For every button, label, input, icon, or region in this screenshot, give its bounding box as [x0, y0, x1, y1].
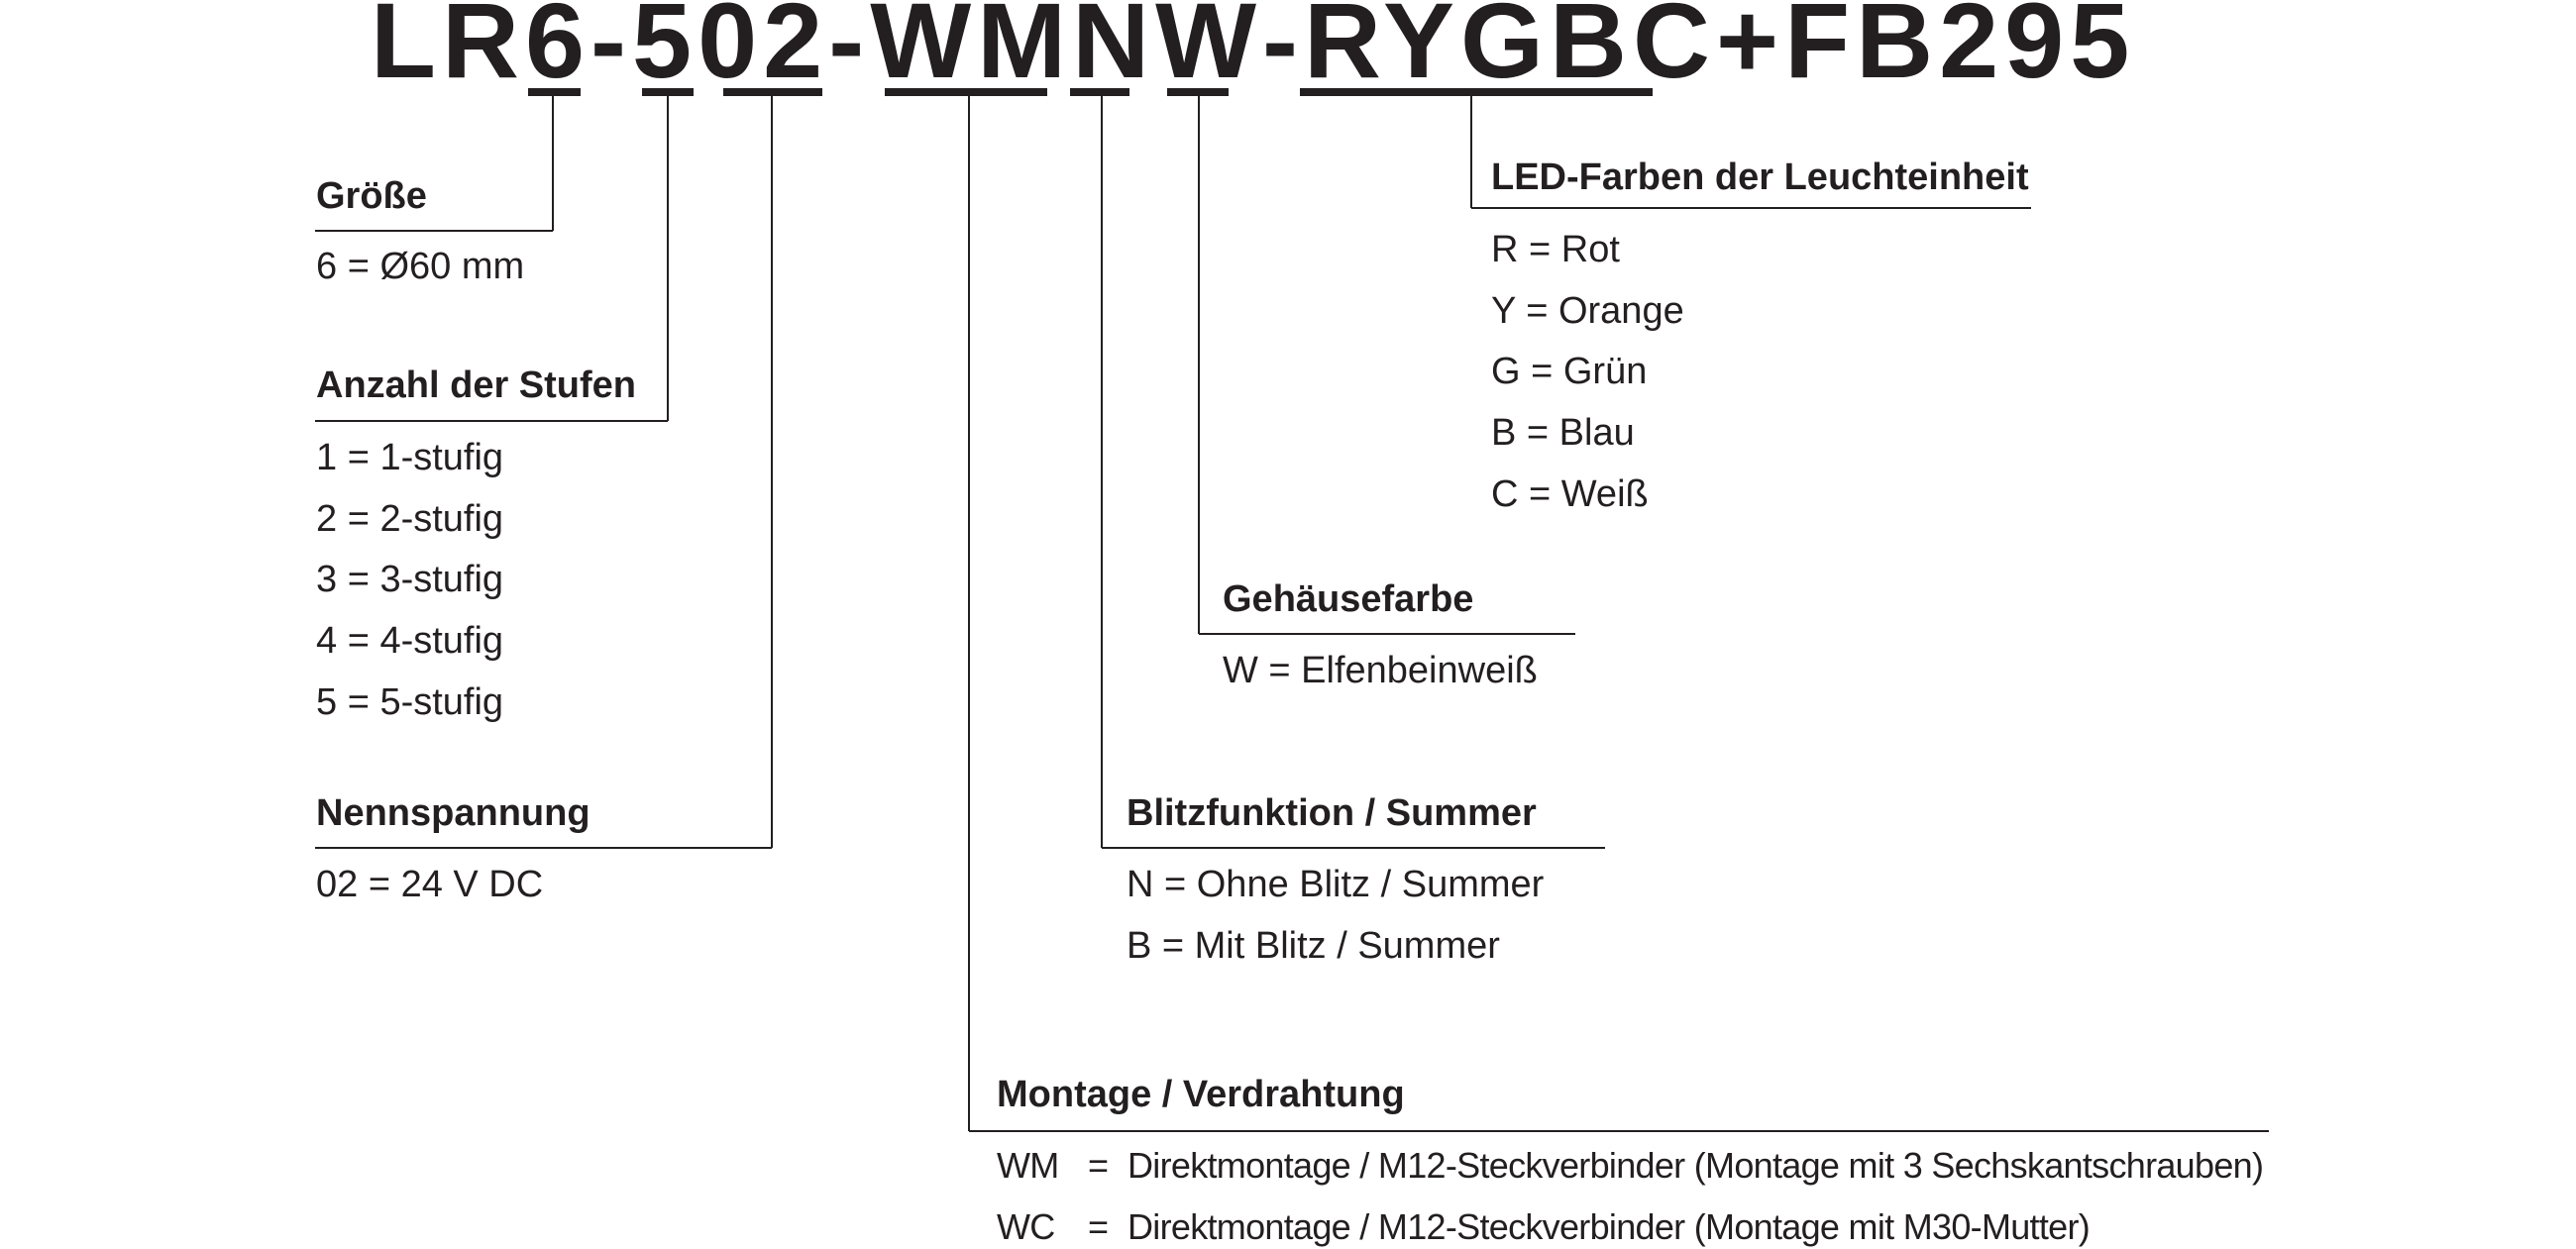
- code-voltage: 02: [698, 0, 829, 100]
- montage-item-equals: =: [1088, 1145, 1109, 1186]
- montage-item-key: WM: [997, 1145, 1059, 1186]
- montage-item-text: Direktmontage / M12-Steckverbinder (Mont…: [1127, 1206, 2091, 1247]
- montage-item-equals: =: [1088, 1206, 1109, 1247]
- code-dash-2: -: [828, 0, 871, 100]
- code-dash-1: -: [590, 0, 633, 100]
- spannung-item: 02 = 24 V DC: [316, 864, 544, 905]
- code-dash-3: -: [1262, 0, 1305, 100]
- blitz-item: N = Ohne Blitz / Summer: [1127, 864, 1545, 905]
- code-suffix: +FB295: [1716, 0, 2136, 100]
- code-mounting: WM: [870, 0, 1073, 100]
- led-item: B = Blau: [1491, 412, 1635, 454]
- led-item: C = Weiß: [1491, 473, 1649, 515]
- stufen-item: 4 = 4-stufig: [316, 620, 504, 662]
- blitz-item: B = Mit Blitz / Summer: [1127, 925, 1500, 967]
- stufen-item: 5 = 5-stufig: [316, 681, 504, 723]
- heading-blitz: Blitzfunktion / Summer: [1127, 792, 1537, 834]
- stufen-item: 3 = 3-stufig: [316, 559, 504, 600]
- montage-item: WC = Direktmontage / M12-Steckverbinder (M…: [997, 1205, 2091, 1249]
- led-item: G = Grün: [1491, 351, 1648, 392]
- code-housing: W: [1155, 0, 1263, 100]
- led-item: Y = Orange: [1491, 290, 1684, 332]
- heading-stufen: Anzahl der Stufen: [316, 364, 637, 406]
- heading-spannung: Nennspannung: [316, 792, 590, 834]
- stufen-item: 2 = 2-stufig: [316, 498, 504, 540]
- heading-montage: Montage / Verdrahtung: [997, 1074, 1405, 1115]
- groesse-item: 6 = Ø60 mm: [316, 246, 525, 287]
- led-item: R = Rot: [1491, 229, 1620, 270]
- montage-item-text: Direktmontage / M12-Steckverbinder (Mont…: [1127, 1145, 2264, 1186]
- code-prefix: LR: [371, 0, 525, 100]
- model-code: LR6-502-WMNW-RYGBC+FB295: [371, 0, 2135, 95]
- montage-item-key: WC: [997, 1206, 1055, 1247]
- montage-item: WM = Direktmontage / M12-Steckverbinder (M…: [997, 1144, 2264, 1188]
- heading-gehaeuse: Gehäusefarbe: [1223, 578, 1474, 620]
- heading-groesse: Größe: [316, 175, 427, 217]
- gehaeuse-item: W = Elfenbeinweiß: [1223, 650, 1538, 691]
- code-size: 6: [524, 0, 591, 100]
- heading-led: LED-Farben der Leuchteinheit: [1491, 156, 2029, 198]
- stufen-item: 1 = 1-stufig: [316, 437, 504, 478]
- code-led-colors: RYGBC: [1304, 0, 1717, 100]
- code-stages: 5: [632, 0, 698, 100]
- code-flash: N: [1072, 0, 1156, 100]
